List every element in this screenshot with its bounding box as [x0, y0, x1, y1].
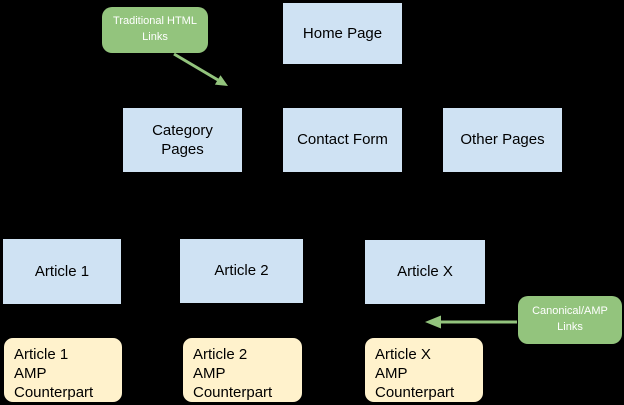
- node-article-1-amp-counterpart: Article 1 AMP Counterpart: [3, 337, 123, 403]
- traditional-links-arrow: [173, 52, 228, 86]
- node-other-pages: Other Pages: [442, 107, 563, 173]
- node-contact-form: Contact Form: [282, 107, 403, 173]
- node-home-page: Home Page: [282, 2, 403, 65]
- canonical-amp-links-arrow: [425, 315, 517, 329]
- node-article-2: Article 2: [179, 238, 304, 304]
- node-category-pages: Category Pages: [122, 107, 243, 173]
- node-article-1: Article 1: [2, 238, 122, 305]
- node-article-2-amp-counterpart: Article 2 AMP Counterpart: [182, 337, 303, 403]
- callout-canonical-amp-links: Canonical/AMP Links: [518, 296, 622, 344]
- callout-traditional-html-links: Traditional HTML Links: [102, 7, 208, 53]
- node-article-x-amp-counterpart: Article X AMP Counterpart: [364, 337, 484, 403]
- node-article-x: Article X: [364, 239, 486, 305]
